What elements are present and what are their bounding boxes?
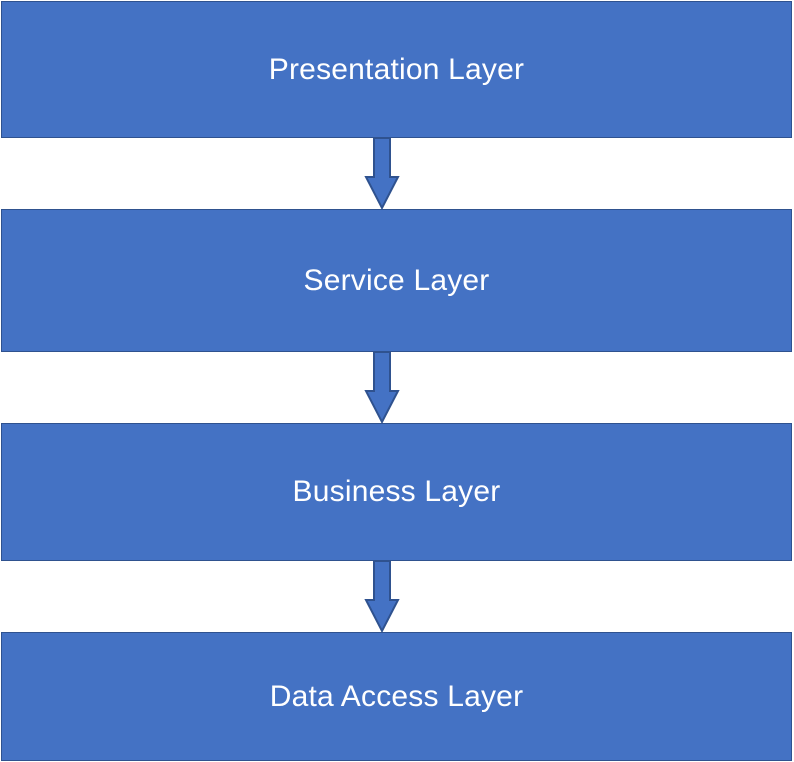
down-arrow-icon xyxy=(364,137,400,211)
down-arrow-icon xyxy=(364,560,400,634)
data-access-layer-box: Data Access Layer xyxy=(1,632,792,761)
down-arrow-icon xyxy=(364,351,400,425)
presentation-layer-box: Presentation Layer xyxy=(1,1,792,138)
service-layer-label: Service Layer xyxy=(303,263,490,297)
business-layer-label: Business Layer xyxy=(292,475,501,508)
service-layer-box: Service Layer xyxy=(1,209,792,352)
business-layer-box: Business Layer xyxy=(1,423,792,561)
data-access-layer-label: Data Access Layer xyxy=(269,679,524,713)
presentation-layer-label: Presentation Layer xyxy=(268,52,525,86)
